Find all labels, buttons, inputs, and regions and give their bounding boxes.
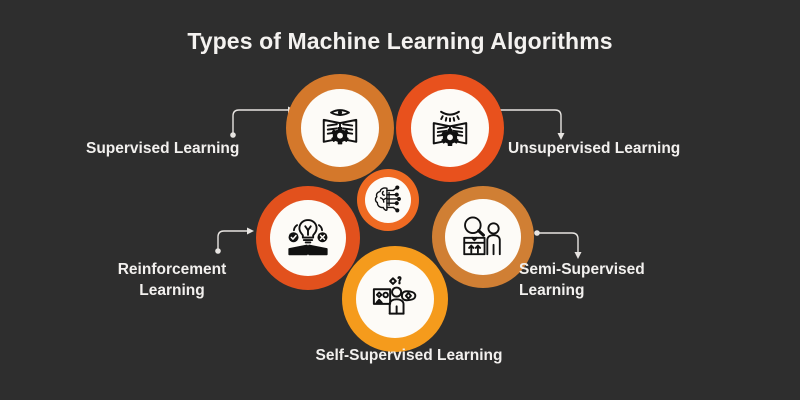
cross-badge <box>317 232 328 243</box>
node-supervised-learning-disc <box>301 89 379 167</box>
node-unsupervised-learning-disc <box>411 89 489 167</box>
person-shapes-question-bubble-icon <box>372 276 417 315</box>
brain-circuit-icon <box>374 185 401 213</box>
connector-unsupervised <box>494 107 565 140</box>
node-supervised-learning[interactable] <box>286 74 394 182</box>
label-self-supervised-learning: Self-Supervised Learning <box>315 347 503 364</box>
label-reinforcement-line1: Reinforcement <box>117 261 227 278</box>
check-badge <box>288 232 299 243</box>
book-lightbulb-check-cross-icon <box>288 219 328 256</box>
label-semi-supervised-line2: Learning <box>519 282 585 299</box>
node-semi-supervised-learning-disc <box>445 199 521 275</box>
node-semi-supervised-learning[interactable] <box>432 186 534 288</box>
page-title: Types of Machine Learning Algorithms <box>187 28 613 54</box>
book-open-closed-eye-gear-icon <box>432 110 468 147</box>
label-semi-supervised-line1: Semi-Supervised <box>519 261 645 278</box>
book-open-eye-gear-icon <box>322 109 358 145</box>
label-supervised-learning: Supervised Learning <box>86 140 240 157</box>
node-unsupervised-learning[interactable] <box>396 74 504 182</box>
label-unsupervised-learning: Unsupervised Learning <box>508 140 681 157</box>
magnifier-person-box-icon <box>463 216 501 256</box>
node-reinforcement-learning[interactable] <box>256 186 360 290</box>
node-reinforcement-learning-disc <box>270 200 346 276</box>
connector-semi-supervised <box>534 230 582 259</box>
connector-reinforcement <box>215 227 254 254</box>
label-semi-supervised-learning: Semi-Supervised Learning <box>519 259 719 301</box>
label-reinforcement-line2: Learning <box>139 282 205 299</box>
node-self-supervised-learning[interactable] <box>342 246 448 352</box>
node-center-machine-learning[interactable] <box>357 169 419 231</box>
node-center-disc <box>365 177 411 223</box>
label-reinforcement-learning: Reinforcement Learning <box>84 259 260 301</box>
node-self-supervised-learning-disc <box>356 260 434 338</box>
